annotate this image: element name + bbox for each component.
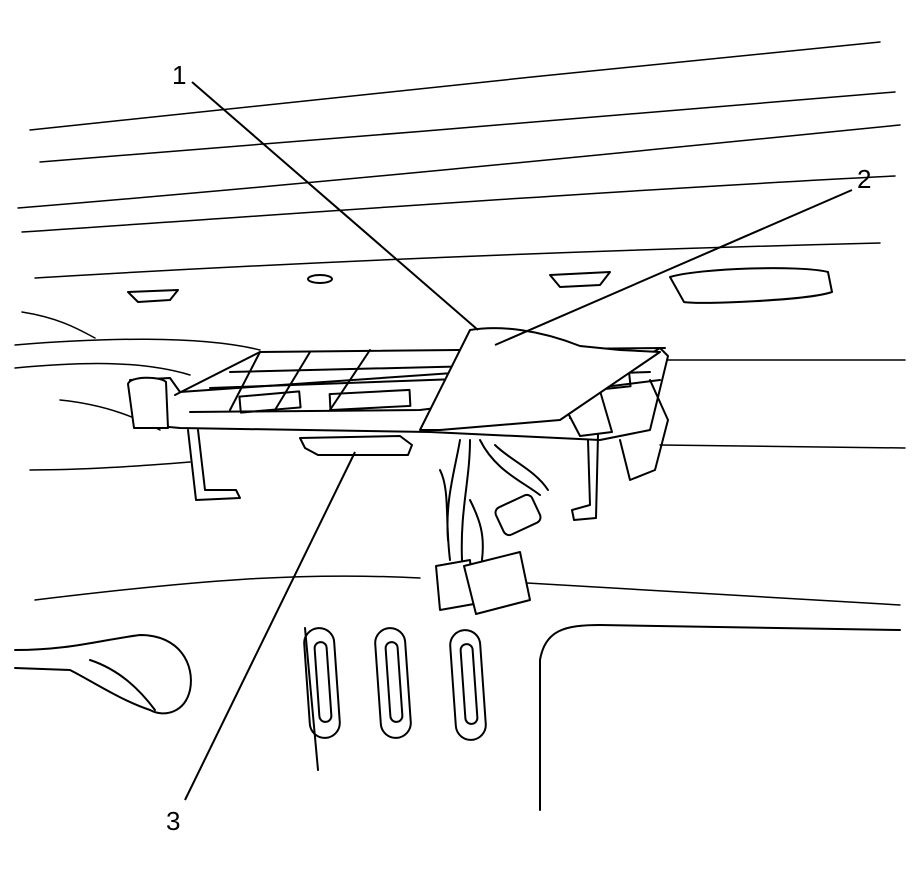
leader-line-1 (191, 81, 479, 331)
headliner-contours (14, 41, 906, 606)
module-bracket (127, 327, 669, 521)
leader-lines (184, 81, 853, 801)
callout-3: 3 (166, 806, 180, 836)
lower-trim-panel (303, 624, 901, 811)
leader-line-3 (184, 451, 356, 801)
callout-1: 1 (172, 60, 186, 90)
wiring-harness (435, 439, 549, 615)
headliner-openings (127, 267, 833, 304)
leader-line-2 (494, 189, 853, 346)
callout-2: 2 (857, 164, 871, 194)
grab-handle (14, 634, 192, 715)
